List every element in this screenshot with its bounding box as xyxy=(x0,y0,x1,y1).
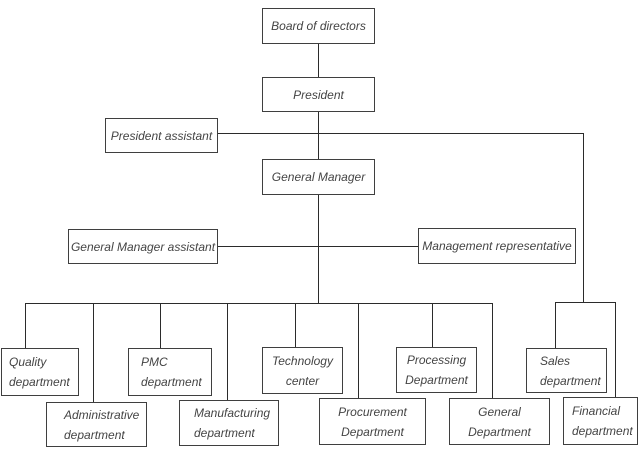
connector-right-horizontal xyxy=(555,302,616,303)
node-president-assistant: President assistant xyxy=(105,118,218,153)
node-manufacturing-department: Manufacturing department xyxy=(179,400,279,446)
node-president: President xyxy=(262,77,375,112)
node-general-line1: General xyxy=(478,404,521,419)
node-procurement-department: Procurement Department xyxy=(319,398,426,445)
node-technology-center: Technology center xyxy=(262,347,343,394)
node-administrative-department: Administrative department xyxy=(46,402,147,447)
connector-general-manager-to-departments xyxy=(318,195,319,303)
connector-drop-administrative xyxy=(93,303,94,402)
connector-drop-quality xyxy=(25,303,26,348)
node-general-manager-assistant-label: General Manager assistant xyxy=(70,239,216,254)
node-president-label: President xyxy=(293,87,344,102)
node-board-of-directors-label: Board of directors xyxy=(271,19,366,33)
node-sales-department: Sales department xyxy=(526,348,607,393)
connector-departments-horizontal xyxy=(25,303,493,304)
node-quality-line1: Quality xyxy=(9,355,47,369)
node-pmc-department: PMC department xyxy=(128,348,212,396)
node-board-of-directors: Board of directors xyxy=(262,8,375,44)
node-quality-department: Quality department xyxy=(1,348,79,396)
connector-drop-financial xyxy=(615,302,616,397)
node-processing-department: Processing Department xyxy=(396,347,477,393)
node-financial-line2: department xyxy=(572,424,633,438)
node-president-assistant-label: President assistant xyxy=(110,128,213,143)
connector-gm-assistant-to-management-representative xyxy=(217,246,418,247)
connector-drop-processing xyxy=(432,303,433,347)
node-general-manager: General Manager xyxy=(262,159,375,195)
node-pmc-line1: PMC xyxy=(141,355,168,369)
node-procurement-line1: Procurement xyxy=(338,404,407,419)
connector-president-to-general-manager xyxy=(318,112,319,159)
connector-drop-general xyxy=(492,303,493,398)
connector-drop-procurement xyxy=(358,303,359,398)
node-quality-line2: department xyxy=(9,375,70,389)
connector-president-assistant-horizontal xyxy=(218,133,583,134)
node-financial-department: Financial department xyxy=(563,397,638,445)
node-general-line2: Department xyxy=(468,424,531,439)
connector-drop-sales xyxy=(555,302,556,348)
node-general-manager-label: General Manager xyxy=(271,170,366,184)
node-financial-line1: Financial xyxy=(572,404,621,418)
node-manufacturing-line2: department xyxy=(194,426,255,440)
node-administrative-line2: department xyxy=(64,427,125,442)
connector-drop-pmc xyxy=(160,303,161,348)
connector-board-to-president xyxy=(318,44,319,77)
node-procurement-line2: Department xyxy=(341,424,404,439)
node-administrative-line1: Administrative xyxy=(64,407,140,422)
node-manufacturing-line1: Manufacturing xyxy=(194,406,271,420)
node-technology-line1: Technology xyxy=(272,353,333,368)
node-sales-line1: Sales xyxy=(540,353,571,368)
node-technology-line2: center xyxy=(285,373,320,388)
connector-right-vertical xyxy=(583,133,584,302)
connector-drop-technology xyxy=(295,303,296,347)
node-general-manager-assistant: General Manager assistant xyxy=(68,229,218,264)
node-general-department: General Department xyxy=(449,398,550,445)
node-sales-line2: department xyxy=(540,373,601,388)
node-management-representative: Management representative xyxy=(418,228,576,264)
node-processing-line1: Processing xyxy=(406,353,467,367)
node-management-representative-label: Management representative xyxy=(422,239,572,253)
connector-drop-manufacturing xyxy=(227,303,228,400)
node-pmc-line2: department xyxy=(141,375,202,389)
node-processing-line2: Department xyxy=(405,373,468,387)
